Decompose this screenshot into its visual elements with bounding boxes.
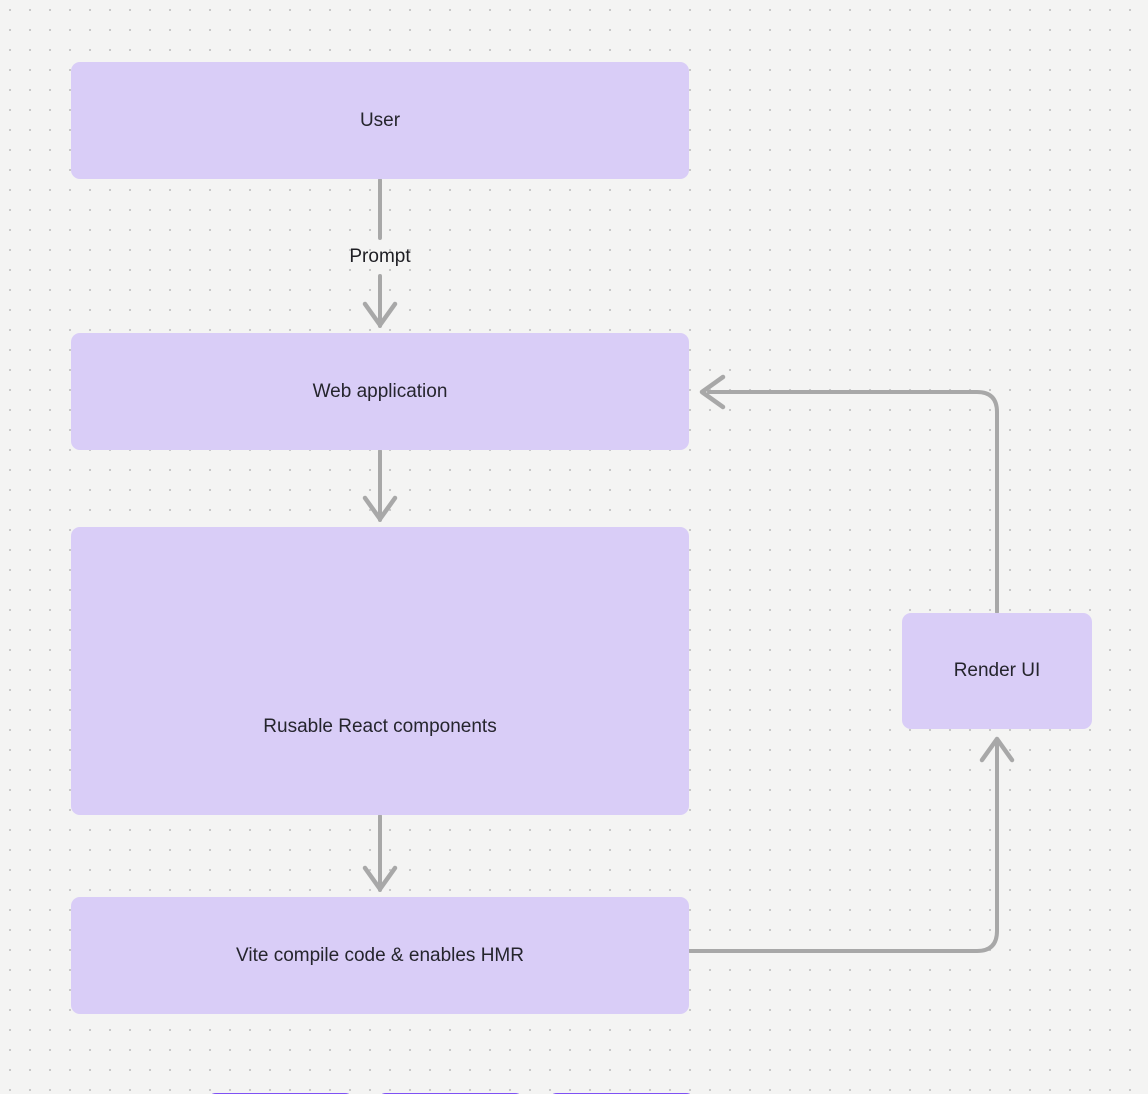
node-render-ui-label: Render UI [953, 660, 1041, 682]
node-vite[interactable]: Vite compile code & enables HMR [71, 897, 689, 1014]
node-react-components-group[interactable]: HTML = structure CSS = Styles & Layouts … [71, 527, 695, 1094]
edge-vite-to-render [688, 740, 999, 953]
node-web-application[interactable]: Web application [71, 333, 689, 450]
edge-render-to-webapp [707, 390, 999, 614]
arrowhead-render-to-webapp [699, 374, 726, 410]
arrowhead-webapp-to-container [362, 495, 398, 522]
edge-label-prompt: Prompt [349, 246, 411, 267]
arrowhead-user-to-webapp [362, 301, 398, 328]
arrowhead-container-to-vite [362, 865, 398, 892]
node-vite-label: Vite compile code & enables HMR [236, 944, 524, 966]
node-user[interactable]: User [71, 62, 689, 179]
node-react-components-caption: Rusable React components [263, 716, 497, 737]
node-user-label: User [359, 109, 401, 131]
node-web-application-label: Web application [312, 380, 448, 402]
node-render-ui[interactable]: Render UI [902, 613, 1092, 729]
arrowhead-vite-to-render [979, 736, 1015, 763]
